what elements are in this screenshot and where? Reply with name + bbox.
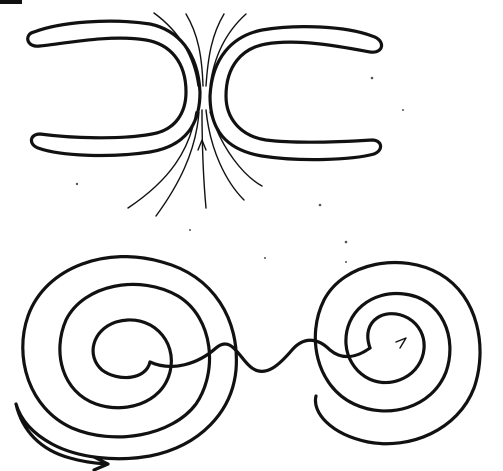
bottom-panel xyxy=(16,257,480,470)
right-c-band xyxy=(210,27,382,160)
connecting-curve xyxy=(150,340,370,371)
left-spiral xyxy=(16,257,236,464)
field-line-bottom-right xyxy=(206,110,244,200)
left-c-band xyxy=(28,21,200,155)
field-line-bottom-center xyxy=(202,110,206,208)
right-spiral xyxy=(315,262,480,443)
field-line-bottom-far-left xyxy=(128,112,196,208)
right-spiral-arrowhead xyxy=(396,338,406,348)
specks xyxy=(76,77,404,263)
top-panel xyxy=(28,13,382,216)
corner-mark xyxy=(0,0,22,4)
field-line-top-right-inner xyxy=(206,14,224,86)
